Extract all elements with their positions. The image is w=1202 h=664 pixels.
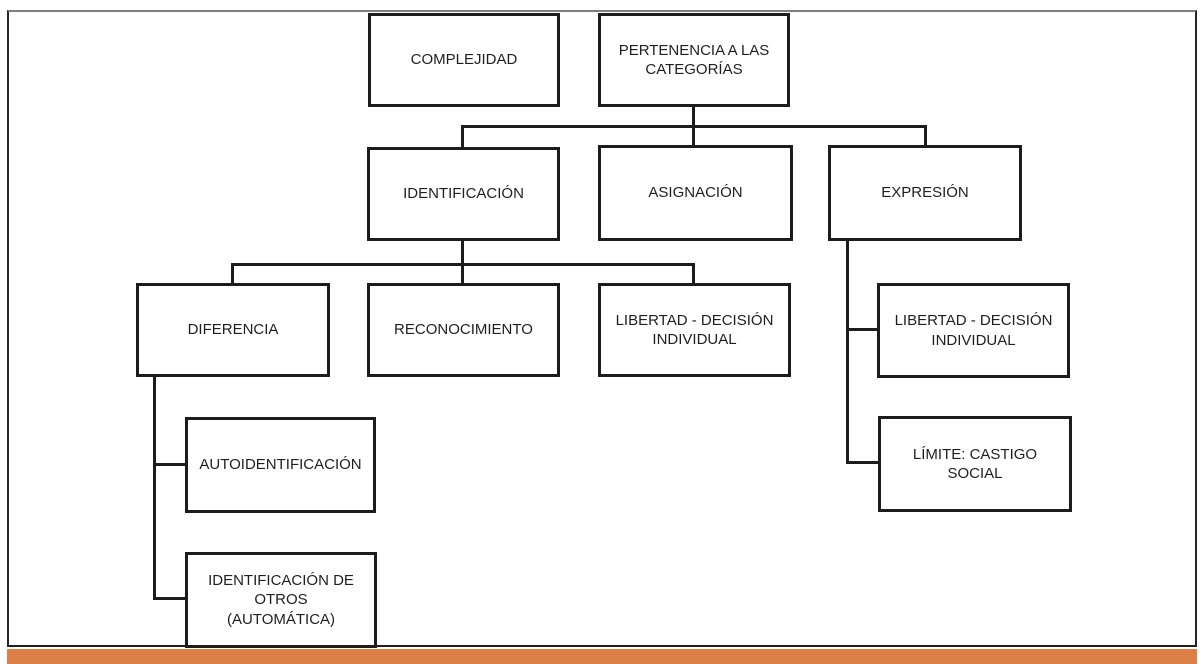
node-label: LÍMITE: CASTIGO SOCIAL <box>912 445 1038 483</box>
node-label: DIFERENCIA <box>187 321 279 339</box>
connector-drop-libertad-1 <box>692 263 695 283</box>
diagram-frame-border <box>7 10 1197 647</box>
node-label: LIBERTAD - DECISIÓN INDIVIDUAL <box>894 312 1053 349</box>
node-complejidad: COMPLEJIDAD <box>368 13 560 107</box>
node-diferencia: DIFERENCIA <box>136 283 330 377</box>
node-identificacion-de-otros: IDENTIFICACIÓN DE OTROS (AUTOMÁTICA) <box>185 552 377 648</box>
connector-diferencia-down <box>153 377 156 600</box>
node-label: ASIGNACIÓN <box>648 184 743 202</box>
node-label: LIBERTAD - DECISIÓN INDIVIDUAL <box>615 311 774 349</box>
node-pertenencia-categorias: PERTENENCIA A LAS CATEGORÍAS <box>598 13 790 107</box>
node-autoidentificacion: AUTOIDENTIFICACIÓN <box>185 417 376 513</box>
connector-row2-horizontal <box>461 125 927 128</box>
node-label: COMPLEJIDAD <box>410 51 518 69</box>
node-expresion: EXPRESIÓN <box>828 145 1022 241</box>
node-reconocimiento: RECONOCIMIENTO <box>367 283 560 377</box>
connector-stub-limite <box>846 461 878 464</box>
connector-stub-libertad-2 <box>846 328 877 331</box>
connector-stub-identificacion-otros <box>153 597 185 600</box>
node-asignacion: ASIGNACIÓN <box>598 145 793 241</box>
connector-identificacion-down <box>461 241 464 283</box>
connector-stub-autoidentificacion <box>153 463 185 466</box>
connector-drop-diferencia <box>231 263 234 283</box>
node-libertad-decision-individual-1: LIBERTAD - DECISIÓN INDIVIDUAL <box>598 283 791 377</box>
node-libertad-decision-individual-2: LIBERTAD - DECISIÓN INDIVIDUAL <box>877 283 1070 378</box>
node-limite-castigo-social: LÍMITE: CASTIGO SOCIAL <box>878 416 1072 512</box>
connector-drop-identificacion <box>461 125 464 147</box>
connector-expresion-down <box>846 241 849 464</box>
footer-accent-bar <box>7 649 1197 664</box>
node-label: RECONOCIMIENTO <box>394 321 533 339</box>
connector-row3-horizontal <box>231 263 695 266</box>
node-label: PERTENENCIA A LAS CATEGORÍAS <box>618 41 770 79</box>
node-identificacion: IDENTIFICACIÓN <box>367 147 560 241</box>
node-label: IDENTIFICACIÓN DE OTROS (AUTOMÁTICA) <box>208 571 354 628</box>
node-label: AUTOIDENTIFICACIÓN <box>199 456 362 474</box>
node-label: IDENTIFICACIÓN <box>403 185 524 203</box>
connector-drop-expresion <box>924 125 927 145</box>
node-label: EXPRESIÓN <box>881 184 969 202</box>
